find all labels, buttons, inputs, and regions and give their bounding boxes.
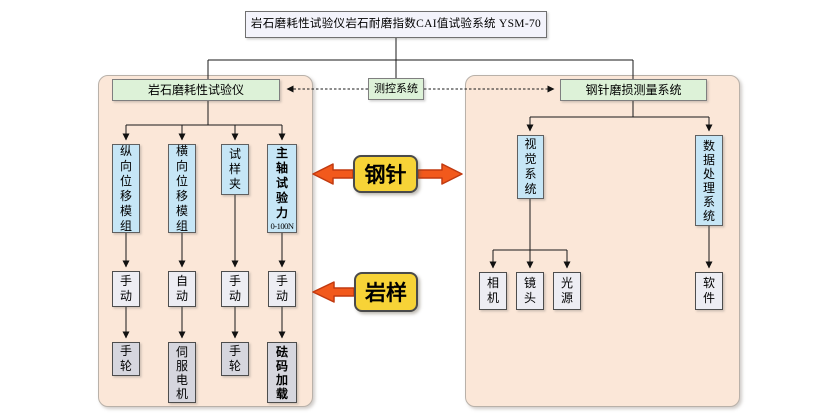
steel-pin-arrow-right xyxy=(417,163,463,185)
vision-system-box: 视觉系统 xyxy=(517,135,544,199)
left-panel-header: 岩石磨耗性试验仪 xyxy=(112,79,280,101)
right-panel-header: 钢针磨损测量系统 xyxy=(560,79,707,101)
mode-box-col3: 手动 xyxy=(221,271,249,307)
mode-box-col4: 手动 xyxy=(268,271,296,307)
data-processing-system-box: 数据处理系统 xyxy=(695,135,723,226)
steel-pin-label: 钢针 xyxy=(364,164,407,187)
module-box-sample-clamp: 试样夹 xyxy=(221,144,249,195)
rock-sample-label-box: 岩样 xyxy=(354,272,418,312)
actuator-box-col1: 手轮 xyxy=(112,342,140,376)
mode-label: 自动 xyxy=(176,274,189,303)
module-label: 主轴试验力 xyxy=(276,146,289,220)
lens-label: 镜头 xyxy=(524,276,537,305)
actuator-box-col4: 砝码加载 xyxy=(267,342,297,403)
system-title: 岩石磨耗性试验仪岩石耐磨指数CAI值试验系统 YSM-70 xyxy=(250,18,542,30)
data-processing-system-label: 数据处理系统 xyxy=(703,138,716,223)
actuator-label: 手轮 xyxy=(120,344,133,373)
software-label: 软件 xyxy=(703,276,716,305)
mode-label: 手动 xyxy=(120,274,133,303)
light-source-label: 光源 xyxy=(561,276,574,305)
mode-box-col2: 自动 xyxy=(168,271,196,307)
module-label: 横向位移模组 xyxy=(176,143,189,233)
vision-system-label: 视觉系统 xyxy=(524,137,537,196)
mode-label: 手动 xyxy=(229,274,242,303)
control-system-label: 测控系统 xyxy=(374,82,418,95)
module-range-label: 0-100N xyxy=(270,221,294,231)
module-box-transverse-displacement: 横向位移模组 xyxy=(168,144,196,233)
camera-box: 相机 xyxy=(479,272,507,310)
steel-pin-label-box: 钢针 xyxy=(353,155,418,193)
light-source-box: 光源 xyxy=(553,272,581,310)
rock-sample-label: 岩样 xyxy=(365,282,407,305)
actuator-label: 砝码加载 xyxy=(276,344,289,401)
mode-label: 手动 xyxy=(276,274,289,303)
module-box-longitudinal-displacement: 纵向位移模组 xyxy=(112,144,140,233)
actuator-box-col2: 伺服电机 xyxy=(168,342,196,403)
actuator-box-col3: 手轮 xyxy=(221,342,249,376)
module-label: 试样夹 xyxy=(229,147,242,191)
system-title-box: 岩石磨耗性试验仪岩石耐磨指数CAI值试验系统 YSM-70 xyxy=(245,11,547,38)
camera-label: 相机 xyxy=(487,276,500,305)
module-label: 纵向位移模组 xyxy=(120,143,133,233)
software-box: 软件 xyxy=(695,272,723,310)
steel-pin-arrow-left xyxy=(312,163,354,185)
right-panel-header-label: 钢针磨损测量系统 xyxy=(585,82,682,97)
control-system-box: 测控系统 xyxy=(368,78,424,100)
actuator-label: 手轮 xyxy=(229,344,242,373)
mode-box-col1: 手动 xyxy=(112,271,140,307)
right-panel xyxy=(465,75,740,407)
left-panel-header-label: 岩石磨耗性试验仪 xyxy=(147,82,244,97)
lens-box: 镜头 xyxy=(516,272,544,310)
actuator-label: 伺服电机 xyxy=(176,344,189,401)
module-box-spindle-test-force: 主轴试验力 0-100N xyxy=(267,144,297,233)
rock-sample-arrow-left xyxy=(312,281,355,303)
